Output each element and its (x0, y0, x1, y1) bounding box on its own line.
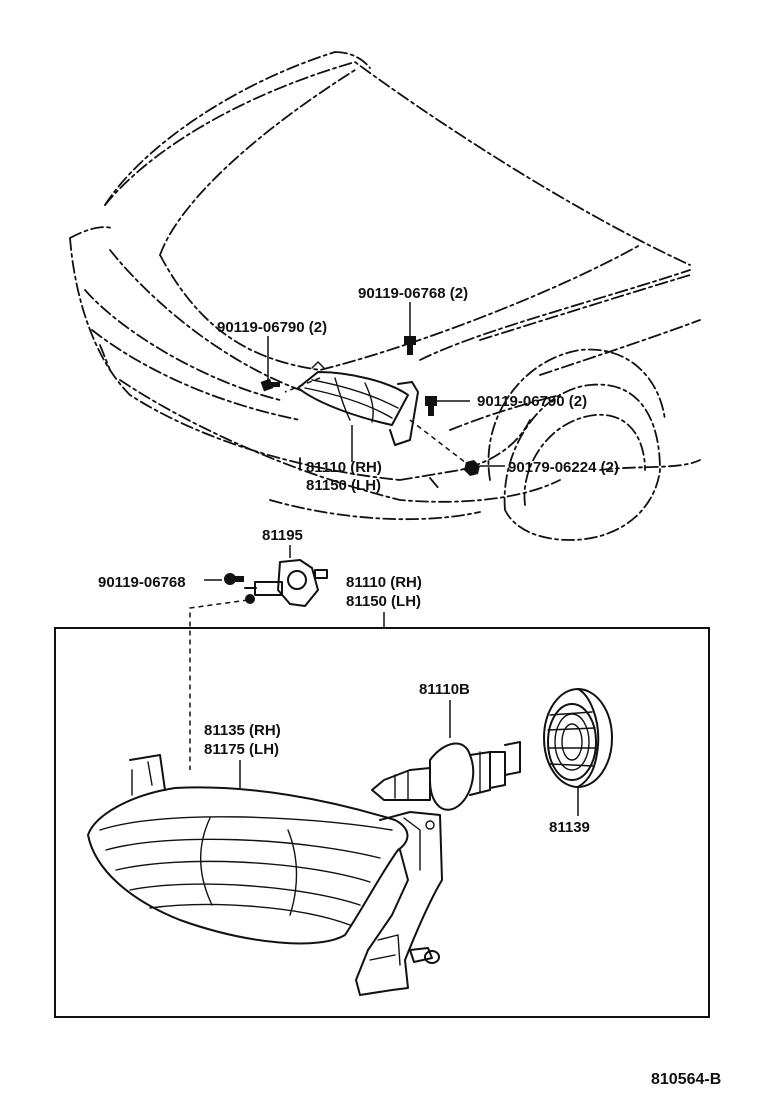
label-lens-rh: 81135 (RH) (204, 722, 281, 739)
diagram-id: 810564-B (651, 1071, 721, 1088)
bolt-right-icon (425, 396, 437, 416)
exploded-view-frame (54, 627, 710, 1018)
label-headlamp-rh: 81110 (RH) (306, 459, 382, 476)
label-unit-lh: 81150 (LH) (346, 593, 421, 610)
label-bolt-left: 90119-06790 (2) (217, 319, 327, 336)
label-socket-cover: 81139 (549, 819, 590, 836)
headlamp-lens-icon (87, 754, 443, 996)
bulb-icon (371, 741, 521, 811)
adjuster-screw-icon (224, 573, 244, 585)
label-bolt-right: 90119-06790 (2) (477, 393, 587, 410)
label-bolt-top: 90119-06768 (2) (358, 285, 468, 302)
socket-cover-icon (543, 688, 613, 788)
label-adjuster: 81195 (262, 527, 303, 544)
car-body-outline (69, 51, 701, 541)
headlamp-on-car (297, 361, 419, 446)
label-adjuster-screw: 90119-06768 (98, 574, 186, 591)
adjuster-icon (244, 559, 328, 607)
label-unit-rh: 81110 (RH) (346, 574, 422, 591)
bolt-top-icon (404, 336, 416, 355)
label-lens-lh: 81175 (LH) (204, 741, 279, 758)
label-headlamp-lh: 81150 (LH) (306, 477, 381, 494)
bolt-left-icon (260, 378, 280, 392)
label-bulb: 81110B (419, 681, 470, 698)
nut-icon (464, 460, 480, 476)
label-nut: 90179-06224 (2) (508, 459, 619, 476)
